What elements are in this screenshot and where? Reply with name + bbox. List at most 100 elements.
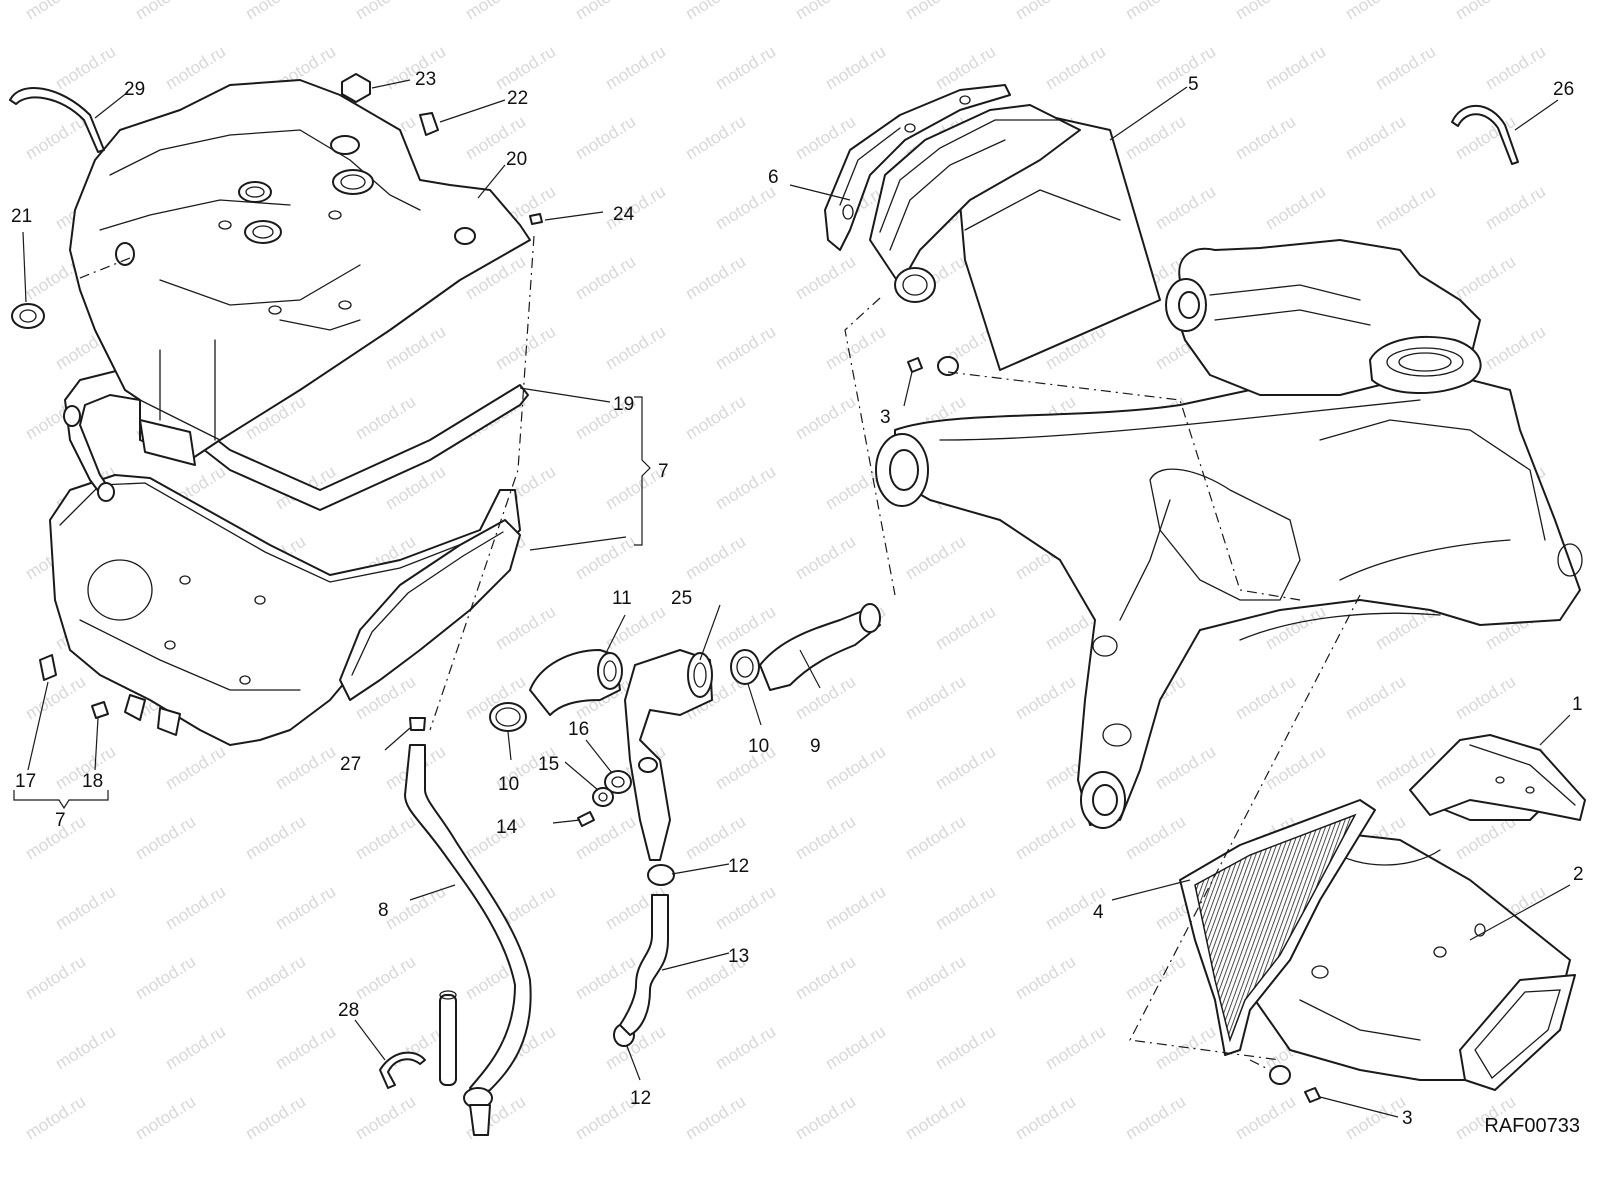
callout-12-upper: 12 (728, 856, 749, 877)
watermark-text: motod.ru (1372, 42, 1439, 94)
watermark-text: motod.ru (792, 812, 859, 864)
watermark-text: motod.ru (1482, 322, 1549, 374)
watermark-text: motod.ru (1342, 1092, 1409, 1144)
watermark-text: motod.ru (162, 882, 229, 934)
watermark-text: motod.ru (932, 742, 999, 794)
watermark-text: motod.ru (492, 322, 559, 374)
watermark-text: motod.ru (682, 252, 749, 304)
callout-23: 23 (415, 69, 436, 90)
watermark-text: motod.ru (572, 112, 639, 164)
watermark-text: motod.ru (792, 252, 859, 304)
watermark-text: motod.ru (822, 1022, 889, 1074)
watermark-text: motod.ru (1122, 812, 1189, 864)
watermark-text: motod.ru (22, 0, 89, 23)
watermark-text: motod.ru (22, 1092, 89, 1144)
clip-b (91, 701, 109, 719)
watermark-text: motod.ru (272, 882, 339, 934)
watermark-text: motod.ru (242, 952, 309, 1004)
airbox-lower (49, 474, 521, 746)
watermark-text: motod.ru (682, 392, 749, 444)
watermark-text: motod.ru (132, 1092, 199, 1144)
watermark-text: motod.ru (462, 0, 529, 23)
watermark-text: motod.ru (1012, 812, 1079, 864)
watermark-text: motod.ru (132, 812, 199, 864)
watermark-text: motod.ru (902, 1092, 969, 1144)
watermark-text: motod.ru (712, 882, 779, 934)
drain-hose (404, 744, 532, 1136)
watermark-text: motod.ru (382, 882, 449, 934)
grommet-21 (11, 303, 45, 329)
watermark-text: motod.ru (52, 882, 119, 934)
separator (624, 649, 713, 861)
callout-2: 2 (1573, 864, 1584, 885)
watermark-text: motod.ru (572, 952, 639, 1004)
watermark-text: motod.ru (1152, 42, 1219, 94)
watermark-text: motod.ru (1122, 952, 1189, 1004)
drawing-reference-code: RAF00733 (1484, 1115, 1580, 1137)
screw-3-upper (907, 356, 959, 376)
callout-5: 5 (1188, 74, 1199, 95)
screw-24 (529, 213, 543, 225)
watermark-text: motod.ru (1372, 182, 1439, 234)
grommet (604, 770, 632, 794)
screw-3-lower (1269, 1065, 1321, 1103)
air-duct-cover (824, 84, 1011, 251)
watermark-text: motod.ru (352, 0, 419, 23)
watermark-text: motod.ru (1262, 42, 1329, 94)
callout-7-clips: 7 (55, 810, 66, 831)
watermark-text: motod.ru (902, 532, 969, 584)
watermark-text: motod.ru (352, 392, 419, 444)
watermark-text: motod.ru (932, 602, 999, 654)
watermark-text: motod.ru (1342, 112, 1409, 164)
watermark-text: motod.ru (792, 392, 859, 444)
watermark-text: motod.ru (1342, 672, 1409, 724)
watermark-text: motod.ru (602, 42, 669, 94)
watermark-text: motod.ru (1232, 672, 1299, 724)
frame (875, 239, 1583, 829)
watermark-text: motod.ru (602, 322, 669, 374)
watermark-text: motod.ru (792, 952, 859, 1004)
callout-8: 8 (378, 900, 389, 921)
watermark-text: motod.ru (682, 112, 749, 164)
watermark-text: motod.ru (1012, 672, 1079, 724)
drain-pipe (619, 894, 669, 1036)
watermark-text: motod.ru (792, 0, 859, 23)
watermark-text: motod.ru (1122, 1092, 1189, 1144)
watermark-text: motod.ru (352, 812, 419, 864)
watermark-text: motod.ru (902, 672, 969, 724)
callout-3-lower: 3 (1402, 1108, 1413, 1129)
watermark-text: motod.ru (1122, 0, 1189, 23)
watermark-text: motod.ru (1012, 952, 1079, 1004)
clamp-28 (379, 1051, 426, 1089)
callout-13: 13 (728, 946, 749, 967)
spare-tube (439, 990, 457, 1086)
watermark-text: motod.ru (682, 1092, 749, 1144)
watermark-text: motod.ru (932, 1022, 999, 1074)
watermark-text: motod.ru (132, 952, 199, 1004)
callout-3-upper: 3 (880, 407, 891, 428)
callout-19: 19 (613, 394, 634, 415)
watermark-text: motod.ru (572, 0, 639, 23)
filter-housing (869, 104, 1161, 371)
hose-clamp (489, 649, 760, 732)
callout-10-left: 10 (498, 774, 519, 795)
watermark-text: motod.ru (492, 602, 559, 654)
watermark-text: motod.ru (932, 42, 999, 94)
callout-27: 27 (340, 754, 361, 775)
watermark-text: motod.ru (792, 532, 859, 584)
callout-14: 14 (496, 817, 518, 838)
watermark-text: motod.ru (712, 322, 779, 374)
watermark-text: motod.ru (572, 252, 639, 304)
callout-12-lower: 12 (630, 1088, 651, 1109)
breather-pipe (529, 649, 623, 716)
callout-9: 9 (810, 736, 821, 757)
watermark-text: motod.ru (52, 42, 119, 94)
callout-18: 18 (82, 771, 103, 792)
breather-hose (759, 603, 881, 691)
watermark-text: motod.ru (1262, 182, 1329, 234)
callout-29: 29 (124, 79, 145, 100)
duct-support (1409, 734, 1586, 821)
watermark-text: motod.ru (902, 952, 969, 1004)
callout-10-right: 10 (748, 736, 769, 757)
